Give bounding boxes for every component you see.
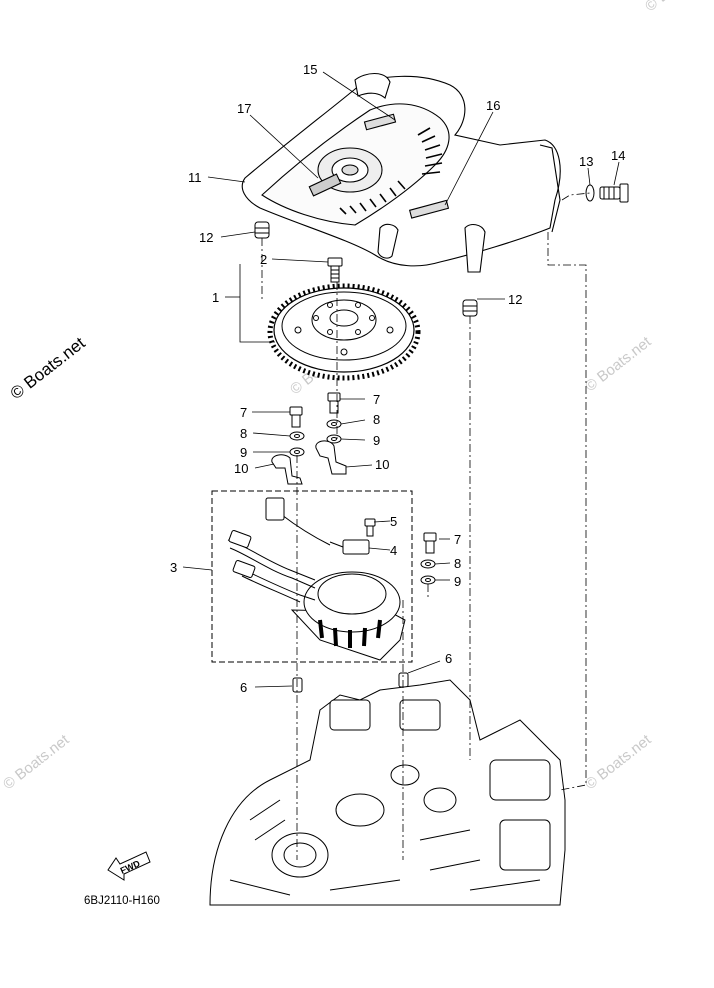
stator-assembly-box: [211, 490, 413, 663]
callout-8-left: 8: [240, 426, 247, 441]
fwd-arrow: FWD: [107, 851, 151, 881]
flywheel: [267, 283, 421, 381]
engine-block: [209, 679, 566, 906]
fwd-label: FWD: [119, 858, 142, 876]
watermark-left: © Boats.net: [7, 333, 89, 403]
bolt-7-mid: [327, 392, 341, 414]
callout-10-right: 10: [375, 457, 389, 472]
leader-lines: [182, 71, 620, 688]
cover-vent-fins: [339, 127, 443, 215]
callout-16: 16: [486, 98, 500, 113]
grommet-left: [254, 221, 270, 239]
stator-wires: [227, 514, 331, 603]
washers-8-9: [289, 419, 436, 585]
clamp-10-right: [315, 440, 347, 475]
callout-7-mid: 7: [373, 392, 380, 407]
callout-8-mid: 8: [373, 412, 380, 427]
callout-4: 4: [390, 543, 397, 558]
callout-7-left: 7: [240, 405, 247, 420]
callout-9-right: 9: [454, 574, 461, 589]
stator-coil: [290, 571, 406, 661]
bolt-7-right: [423, 532, 437, 554]
callout-numbers: 15 17 16 13 14 11 12 2 1 12 7 7 8 8 9 9 …: [170, 62, 625, 695]
watermark-lower-right: © Boats.net: [582, 731, 655, 793]
grommet-right: [462, 299, 478, 317]
pulser-coil-4: [329, 539, 370, 555]
callout-3: 3: [170, 560, 177, 575]
callout-8-right: 8: [454, 556, 461, 571]
flywheel-bolt: [327, 257, 343, 283]
callout-1: 1: [212, 290, 219, 305]
callout-17: 17: [237, 101, 251, 116]
dowel-6-right: [398, 672, 409, 688]
callout-6-left: 6: [240, 680, 247, 695]
callout-11: 11: [188, 170, 202, 185]
callout-7-right: 7: [454, 532, 461, 547]
bolt-14: [599, 183, 629, 203]
callout-5: 5: [390, 514, 397, 529]
callout-14: 14: [611, 148, 625, 163]
alignment-lines: [261, 192, 591, 860]
callout-12-right: 12: [508, 292, 522, 307]
screw-5: [364, 518, 376, 537]
watermark-top-right: © Boats.net: [642, 0, 714, 15]
callout-13: 13: [579, 154, 593, 169]
bolt-7-left: [289, 406, 303, 428]
clamp-10-left: [271, 454, 303, 485]
watermark-lower-left: © Boats.net: [0, 731, 73, 793]
dowel-6-left: [292, 677, 303, 693]
callout-6-right: 6: [445, 651, 452, 666]
connectors: [228, 497, 285, 578]
callout-2: 2: [260, 252, 267, 267]
callout-12-left: 12: [199, 230, 213, 245]
watermark-mid-right: © Boats.net: [582, 333, 655, 395]
flywheel-cover: [241, 72, 561, 273]
callout-10-left: 10: [234, 461, 248, 476]
callout-9-mid: 9: [373, 433, 380, 448]
diagram-reference: 6BJ2110-H160: [84, 895, 160, 907]
callout-15: 15: [303, 62, 317, 77]
washer-13: [585, 184, 595, 202]
callout-9-left: 9: [240, 445, 247, 460]
